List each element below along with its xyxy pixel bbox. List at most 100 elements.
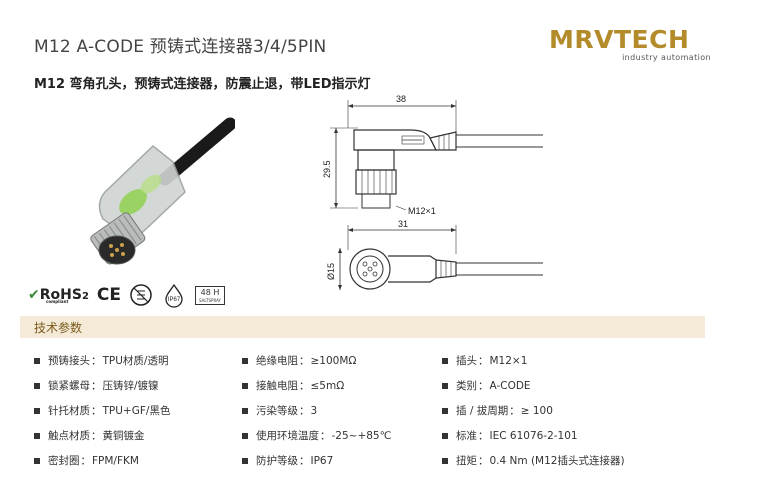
spec-item: 扭矩：0.4 Nm (M12插头式连接器) bbox=[442, 448, 626, 473]
bullet-icon bbox=[442, 407, 448, 414]
spec-value: ≥100MΩ bbox=[310, 354, 357, 367]
spec-item: 插 / 拔周期：≥ 100 bbox=[442, 398, 626, 423]
spec-item: 触点材质：黄铜镀金 bbox=[34, 423, 170, 448]
ip67-icon: IP67 bbox=[165, 283, 183, 308]
product-photo bbox=[90, 117, 235, 265]
spec-separator: ： bbox=[320, 430, 331, 442]
spec-separator: ： bbox=[91, 380, 102, 392]
spec-separator: ： bbox=[80, 455, 92, 467]
spec-item: 预铸接头：TPU材质/透明 bbox=[34, 348, 170, 373]
dim-thread: M12×1 bbox=[408, 206, 436, 216]
spec-item: 绝缘电阻：≥100MΩ bbox=[242, 348, 391, 373]
bullet-icon bbox=[442, 432, 448, 439]
bullet-icon bbox=[242, 382, 248, 389]
spec-column-1: 预铸接头：TPU材质/透明锁紧螺母：压铸锌/镀镍针托材质：TPU+GF/黑色触点… bbox=[34, 348, 170, 473]
lead-free-icon bbox=[130, 284, 152, 306]
spec-separator: ： bbox=[478, 455, 489, 467]
spec-key: 插 / 拔周期 bbox=[456, 405, 509, 417]
spec-key: 防护等级 bbox=[256, 455, 298, 467]
spec-separator: ： bbox=[299, 355, 310, 367]
spec-key: 预铸接头 bbox=[48, 355, 90, 367]
spec-item: 防护等级：IP67 bbox=[242, 448, 391, 473]
drawing-front-view: 31 Ø15 bbox=[326, 220, 543, 290]
spec-key: 类别 bbox=[456, 380, 477, 392]
spec-item: 插头：M12×1 bbox=[442, 348, 626, 373]
spec-value: IP67 bbox=[310, 454, 334, 467]
spec-item: 电缆：详细数据参考对应电缆规格书 bbox=[442, 473, 626, 480]
bullet-icon bbox=[34, 357, 40, 364]
dim-height: 29.5 bbox=[322, 160, 332, 178]
bullet-icon bbox=[242, 432, 248, 439]
spec-value: ≤5mΩ bbox=[310, 379, 345, 392]
spec-item: 针托材质：TPU+GF/黑色 bbox=[34, 398, 170, 423]
spec-value: FPM/FKM bbox=[92, 454, 139, 467]
bullet-icon bbox=[34, 457, 40, 464]
spec-separator: ： bbox=[91, 355, 102, 367]
bullet-icon bbox=[442, 457, 448, 464]
bullet-icon bbox=[242, 357, 248, 364]
spec-value: 0.4 Nm (M12插头式连接器) bbox=[489, 455, 625, 467]
bullet-icon bbox=[34, 407, 40, 414]
spec-value: M12×1 bbox=[489, 354, 528, 367]
spec-item: 密封圈：FPM/FKM bbox=[34, 448, 170, 473]
dim-width-bottom: 31 bbox=[398, 220, 408, 229]
certification-row: ✔RoHS2 compliant CE IP67 48 H SALTSPRAY bbox=[28, 282, 225, 308]
spec-separator: ： bbox=[509, 405, 520, 417]
spec-key: 绝缘电阻 bbox=[256, 355, 298, 367]
spec-value: 黄铜镀金 bbox=[102, 430, 145, 442]
svg-text:IP67: IP67 bbox=[168, 297, 181, 303]
spec-value: ≥ 100 bbox=[520, 404, 553, 417]
rohs-mark: ✔RoHS2 compliant bbox=[28, 286, 89, 304]
spec-item: 污染等级：3 bbox=[242, 398, 391, 423]
spec-item: 类别：A-CODE bbox=[442, 373, 626, 398]
bullet-icon bbox=[242, 407, 248, 414]
spec-value: TPU+GF/黑色 bbox=[102, 405, 171, 417]
brand-logo: MRVTECH industry automation bbox=[549, 26, 719, 68]
bullet-icon bbox=[442, 357, 448, 364]
spec-key: 针托材质 bbox=[48, 405, 90, 417]
page-title: M12 A-CODE 预铸式连接器3/4/5PIN bbox=[34, 37, 327, 57]
product-subtitle: M12 弯角孔头，预铸式连接器，防震止退，带LED指示灯 bbox=[34, 77, 371, 92]
spec-separator: ： bbox=[478, 355, 489, 367]
spec-value: -25~+85℃ bbox=[331, 429, 392, 442]
spec-separator: ： bbox=[91, 405, 102, 417]
ce-mark: CE bbox=[96, 285, 121, 305]
section-header-specs: 技术参数 bbox=[20, 316, 705, 338]
spec-item: 使用环境温度：-25~+85℃ bbox=[242, 423, 391, 448]
spec-separator: ： bbox=[299, 380, 310, 392]
spec-key: 接触电阻 bbox=[256, 380, 298, 392]
spec-key: 锁紧螺母 bbox=[48, 380, 90, 392]
spec-separator: ： bbox=[299, 405, 310, 417]
logo-subtitle: industry automation bbox=[622, 53, 711, 62]
spec-key: 触点材质 bbox=[48, 430, 90, 442]
spec-item: 锁紧螺母：压铸锌/镀镍 bbox=[34, 373, 170, 398]
spec-separator: ： bbox=[299, 455, 310, 467]
spec-key: 标准 bbox=[456, 430, 477, 442]
section-title: 技术参数 bbox=[34, 321, 83, 335]
bullet-icon bbox=[34, 432, 40, 439]
dim-diameter: Ø15 bbox=[326, 263, 336, 280]
dim-width: 38 bbox=[396, 94, 406, 104]
spec-separator: ： bbox=[478, 380, 489, 392]
spec-key: 使用环境温度 bbox=[256, 430, 319, 442]
spec-separator: ： bbox=[91, 430, 102, 442]
spec-item: 接触电阻：≤5mΩ bbox=[242, 373, 391, 398]
bullet-icon bbox=[34, 382, 40, 389]
salt-spray-badge: 48 H SALTSPRAY bbox=[195, 285, 225, 305]
rohs-icon: ✔ bbox=[28, 286, 40, 303]
spec-item: 标准： IEC 61076-2-101 bbox=[442, 423, 626, 448]
spec-value: A-CODE bbox=[489, 379, 531, 392]
spec-key: 插头 bbox=[456, 355, 477, 367]
spec-key: 污染等级 bbox=[256, 405, 298, 417]
spec-key: 密封圈 bbox=[48, 455, 80, 467]
spec-key: 扭矩 bbox=[456, 455, 477, 467]
logo-text: MRVTECH bbox=[549, 25, 690, 54]
spec-separator: ： bbox=[478, 430, 489, 442]
spec-value: IEC 61076-2-101 bbox=[489, 429, 578, 442]
drawing-side-view: 38 29.5 M12×1 bbox=[322, 94, 543, 216]
bullet-icon bbox=[442, 382, 448, 389]
spec-value: 3 bbox=[310, 404, 318, 417]
spec-value: 压铸锌/镀镍 bbox=[102, 380, 159, 392]
